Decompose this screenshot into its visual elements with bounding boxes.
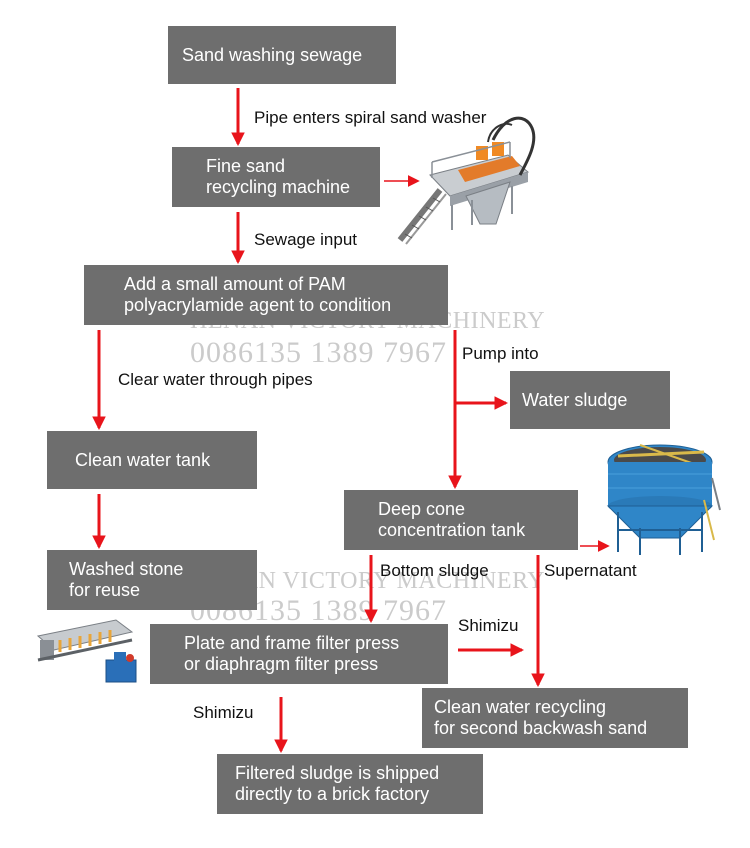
box-text-line-2: polyacrylamide agent to condition bbox=[124, 295, 392, 315]
label-shimizu-right: Shimizu bbox=[458, 616, 519, 635]
box-filtered-sludge: Filtered sludge is shipped directly to a… bbox=[217, 754, 483, 814]
label-bottom-sludge: Bottom sludge bbox=[380, 561, 489, 580]
box-filter-press: Plate and frame filter press or diaphrag… bbox=[150, 624, 448, 684]
box-text-line-2: concentration tank bbox=[378, 520, 526, 540]
label-shimizu-bottom: Shimizu bbox=[193, 703, 254, 722]
box-add-pam: Add a small amount of PAM polyacrylamide… bbox=[84, 265, 448, 325]
label-clear-water-pipes: Clear water through pipes bbox=[118, 370, 313, 389]
label-pipe-enters: Pipe enters spiral sand washer bbox=[254, 108, 487, 127]
box-text: Clean water tank bbox=[75, 449, 211, 470]
box-text-line-2: recycling machine bbox=[206, 177, 351, 197]
box-fine-sand-machine: Fine sand recycling machine bbox=[172, 147, 380, 207]
box-text: Water sludge bbox=[522, 389, 628, 410]
box-text-line-2: for second backwash sand bbox=[434, 718, 648, 738]
box-text-line-2: directly to a brick factory bbox=[235, 784, 430, 804]
box-text-line-2: or diaphragm filter press bbox=[184, 654, 379, 674]
box-deep-cone-tank: Deep cone concentration tank bbox=[344, 490, 578, 550]
box-text-line-1: Clean water recycling bbox=[434, 697, 607, 717]
box-text-line-2: for reuse bbox=[69, 580, 141, 600]
thickener-tank-image bbox=[606, 444, 721, 555]
sand-washer-machine-image bbox=[397, 116, 536, 245]
box-text-line-1: Deep cone bbox=[378, 499, 466, 519]
label-sewage-input: Sewage input bbox=[254, 230, 358, 249]
box-washed-stone: Washed stone for reuse bbox=[47, 550, 257, 610]
box-text-line-1: Filtered sludge is shipped bbox=[235, 763, 440, 783]
box-clean-water-recycling: Clean water recycling for second backwas… bbox=[422, 688, 688, 748]
filter-press-image bbox=[36, 619, 137, 683]
label-pump-into: Pump into bbox=[462, 344, 539, 363]
box-water-sludge: Water sludge bbox=[510, 371, 670, 429]
box-clean-water-tank: Clean water tank bbox=[47, 431, 257, 489]
box-text-line-1: Plate and frame filter press bbox=[184, 633, 400, 653]
watermark-phone: 0086135 1389 7967 bbox=[190, 336, 447, 369]
box-sand-washing-sewage: Sand washing sewage bbox=[168, 26, 396, 84]
box-text-line-1: Add a small amount of PAM bbox=[124, 274, 346, 294]
box-text-line-1: Washed stone bbox=[69, 559, 184, 579]
box-text-line-1: Fine sand bbox=[206, 156, 286, 176]
label-supernatant: Supernatant bbox=[544, 561, 637, 580]
box-text: Sand washing sewage bbox=[182, 44, 363, 65]
